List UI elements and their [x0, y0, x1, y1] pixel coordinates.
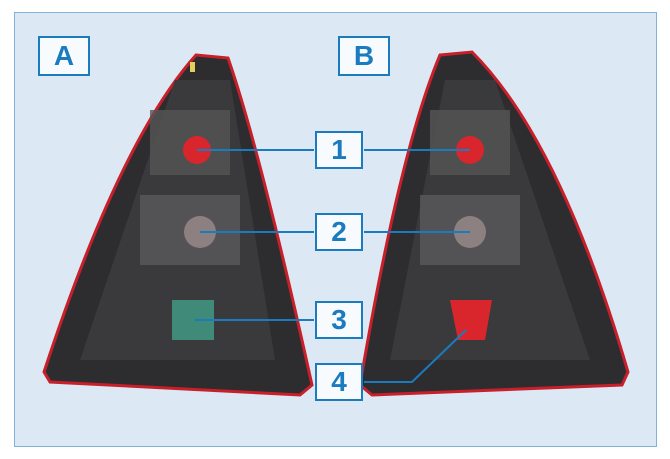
callout-3: 3	[315, 301, 363, 339]
leader-lines	[195, 149, 470, 383]
panel-label-b: B	[338, 36, 390, 76]
bulb-4-b	[450, 300, 492, 340]
callout-4: 4	[315, 363, 363, 401]
callout-1: 1	[315, 131, 363, 169]
callout-2: 2	[315, 213, 363, 251]
tail-lamp-a	[42, 53, 314, 397]
panel-label-a: A	[38, 36, 90, 76]
tail-lamp-b	[358, 50, 630, 397]
